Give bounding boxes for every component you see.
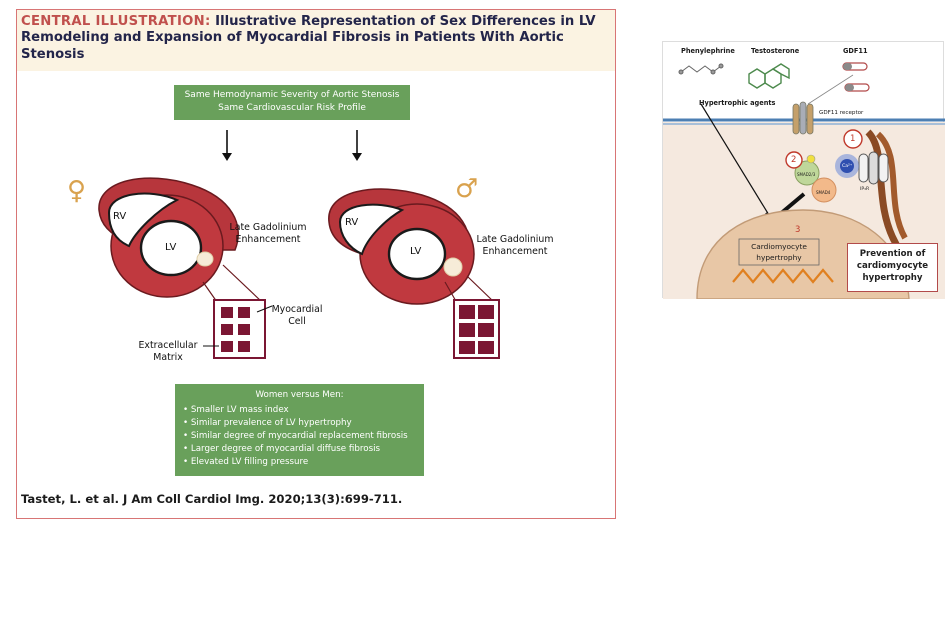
arrow-to-male: [352, 130, 362, 161]
calcium-label: Ca²⁺: [842, 164, 853, 169]
list-item: • Similar prevalence of LV hypertrophy: [183, 418, 352, 428]
arrow-to-female: [222, 130, 232, 161]
gdf11-pathway-panel: Phenylephrine Testosterone GDF11 Hypertr…: [662, 41, 945, 299]
male-heart-cross-section: [328, 188, 496, 305]
women-versus-men-title: Women versus Men:: [255, 390, 344, 400]
illustration-title: CENTRAL ILLUSTRATION: Illustrative Repre…: [21, 14, 611, 63]
cardiomyocyte-hypertrophy-label: Cardiomyocyte hypertrophy: [741, 241, 817, 263]
hypertrophic-agents-label: Hypertrophic agents: [699, 99, 776, 107]
female-myocardial-grid: [203, 299, 273, 359]
male-myocardial-grid: [453, 299, 500, 359]
prevention-line2: cardiomyocyte: [856, 261, 929, 271]
list-item: • Smaller LV mass index: [183, 405, 289, 415]
myocardial-line1: Myocardial: [271, 304, 323, 315]
step-2-circle: [785, 151, 803, 169]
prevention-box: Prevention of cardiomyocyte hypertrophy: [847, 243, 938, 292]
women-versus-men-list: • Smaller LV mass index • Similar preval…: [175, 404, 424, 469]
step-1-label: 1: [850, 134, 856, 144]
smad23-label: SMAD2/3: [797, 172, 816, 177]
testosterone-molecule: [748, 63, 790, 89]
female-lge-line1: Late Gadolinium: [229, 222, 307, 233]
list-item: • Similar degree of myocardial replaceme…: [183, 431, 408, 441]
gdf11-receptor: [792, 101, 814, 135]
cardio-label-box: [738, 238, 820, 266]
female-rv-label: RV: [113, 211, 127, 222]
cardio-line2: hypertrophy: [756, 253, 802, 262]
title-text: Illustrative Representation of Sex Diffe…: [21, 14, 596, 62]
myocardial-cell-label: Myocardial Cell: [267, 304, 327, 328]
male-rv-label: RV: [345, 217, 359, 228]
cardio-line1: Cardiomyocyte: [751, 242, 807, 251]
central-illustration-panel: CENTRAL ILLUSTRATION: Illustrative Repre…: [16, 9, 616, 519]
gdf11-receptor-label: GDF11 receptor: [819, 110, 864, 116]
smad-complex: [794, 154, 837, 203]
male-lge-line2: Enhancement: [482, 246, 548, 257]
female-lge-line2: Enhancement: [235, 234, 301, 245]
list-item: • Elevated LV filling pressure: [183, 457, 309, 467]
agents-arrow: [700, 103, 773, 221]
gdf11-label: GDF11: [843, 47, 868, 55]
prevention-line3: hypertrophy: [862, 273, 923, 283]
female-symbol: ♀: [67, 176, 87, 206]
step-3-label: 3: [795, 225, 801, 235]
female-lge-label: Late Gadolinium Enhancement: [223, 222, 313, 246]
male-lge-label: Late Gadolinium Enhancement: [470, 234, 560, 258]
ip3r-label: IP₃R: [860, 187, 870, 192]
ecm-line1: Extracellular: [138, 340, 198, 351]
step-2-label: 2: [791, 155, 797, 165]
female-lv-label: LV: [165, 242, 177, 253]
phenylephrine-label: Phenylephrine: [681, 47, 735, 55]
list-item: • Larger degree of myocardial diffuse fi…: [183, 444, 381, 454]
dna-strand: [732, 268, 834, 284]
title-band: CENTRAL ILLUSTRATION: Illustrative Repre…: [17, 10, 615, 71]
top-box-line2: Same Cardiovascular Risk Profile: [218, 103, 366, 113]
hemodynamic-condition-box: Same Hemodynamic Severity of Aortic Sten…: [174, 85, 410, 120]
female-heart-cross-section: [98, 177, 263, 303]
extracellular-matrix-label: Extracellular Matrix: [133, 340, 203, 364]
top-box-line1: Same Hemodynamic Severity of Aortic Sten…: [184, 90, 400, 100]
testosterone-label: Testosterone: [751, 47, 800, 55]
gdf11-ligands: [842, 62, 870, 92]
smad4-label: SMAD4: [816, 190, 831, 195]
step-1-circle: [843, 129, 863, 149]
myocardial-line2: Cell: [288, 316, 306, 327]
diagram-graphics: [98, 130, 500, 359]
male-lge-line1: Late Gadolinium: [476, 234, 554, 245]
ecm-line2: Matrix: [153, 352, 183, 363]
male-symbol: ♂: [455, 174, 479, 204]
phenylephrine-molecule: [678, 63, 724, 75]
male-lv-label: LV: [410, 246, 422, 257]
title-lead: CENTRAL ILLUSTRATION:: [21, 14, 211, 29]
prevention-line1: Prevention of: [859, 249, 926, 259]
women-versus-men-box: Women versus Men: • Smaller LV mass inde…: [175, 384, 424, 476]
citation: Tastet, L. et al. J Am Coll Cardiol Img.…: [21, 492, 403, 506]
